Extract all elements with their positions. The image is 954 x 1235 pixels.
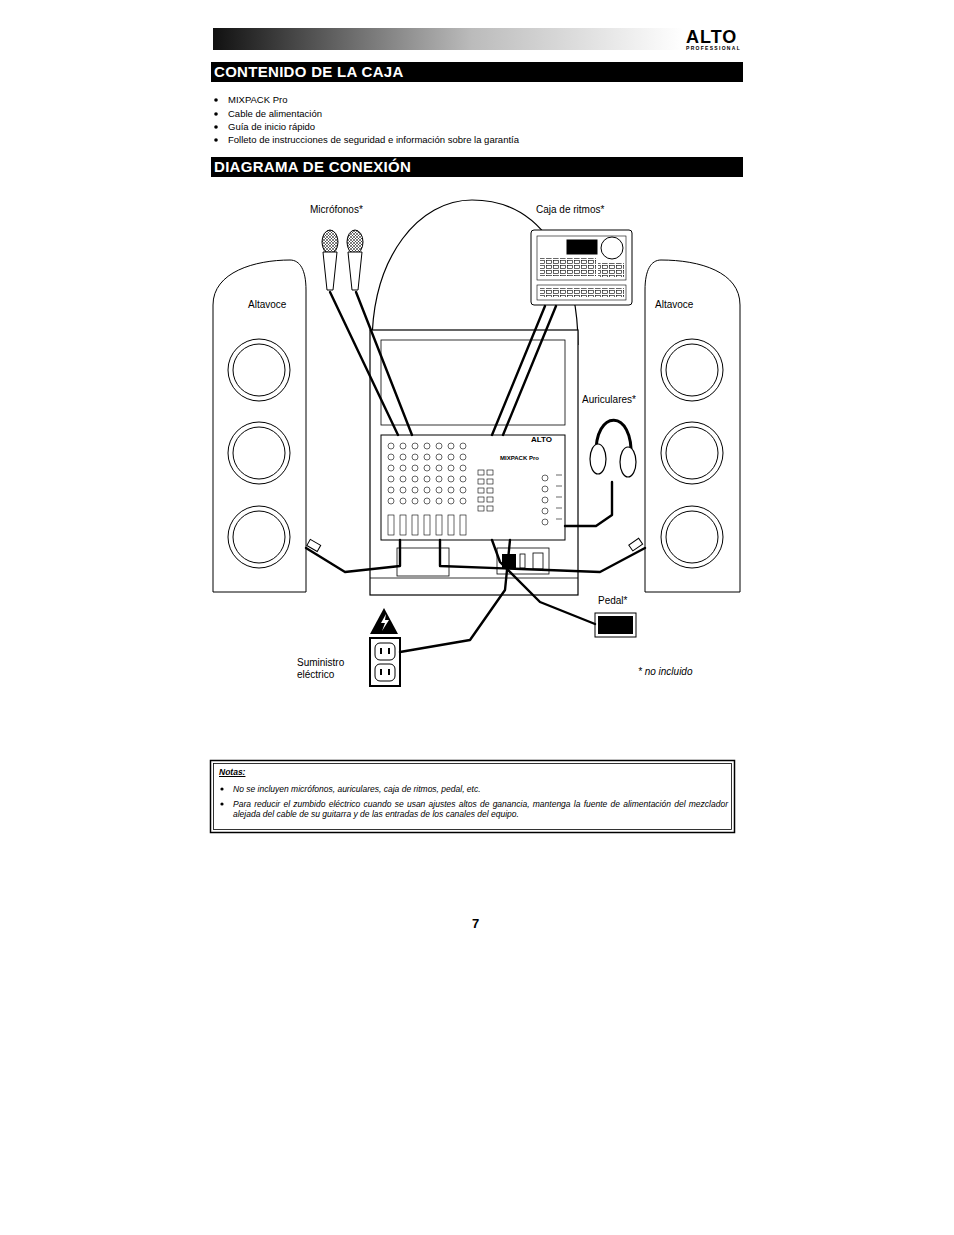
node-label: Altavoce (655, 299, 693, 311)
node-label: Suministro eléctrico (297, 657, 359, 681)
microphones: Micrófonos* (318, 228, 372, 292)
cable (400, 540, 510, 652)
node-label: Auriculares* (582, 394, 636, 406)
notes-box (211, 761, 735, 833)
cable (503, 306, 556, 435)
notes-heading: Notas: (219, 767, 245, 777)
speaker (213, 260, 306, 592)
cable (492, 540, 595, 624)
footnote: * no incluido (638, 666, 692, 678)
cable (565, 482, 612, 526)
brand-subtitle: PROFESSIONAL (686, 45, 741, 51)
node-label: MIXPACK Pro (500, 455, 539, 462)
node-label: Pedal* (598, 595, 627, 607)
cable (306, 540, 400, 572)
cable (356, 292, 412, 435)
list-item: Folleto de instrucciones de seguridad e … (228, 134, 519, 145)
node-label: Micrófonos* (310, 204, 363, 216)
speaker (645, 260, 740, 592)
pedal (598, 616, 633, 634)
microphone (322, 230, 363, 290)
speaker-plug (307, 538, 643, 551)
list-item: Guía de inicio rápido (228, 121, 315, 132)
notes-box (214, 764, 732, 830)
node-label: Caja de ritmos* (536, 204, 604, 216)
heading-bar (211, 62, 743, 82)
pedal (595, 613, 636, 637)
section-heading: CONTENIDO DE LA CAJA (214, 62, 404, 82)
header-bar (213, 28, 683, 50)
list-item: MIXPACK Pro (228, 94, 287, 105)
note: No se incluyen micrófonos, auriculares, … (233, 784, 728, 794)
node-label: Altavoce (248, 299, 286, 311)
cable (492, 306, 545, 435)
power-supply: Suministro eléctrico (370, 606, 400, 686)
panel-controls (388, 443, 562, 535)
panel-logo: ALTO (531, 435, 552, 445)
pedal: Pedal* (595, 613, 636, 637)
drum-machine (531, 230, 632, 305)
mixer-case (370, 330, 578, 595)
cable (440, 540, 645, 572)
headphones: Auriculares* (588, 413, 636, 482)
section-heading: DIAGRAMA DE CONEXIÓN (214, 157, 411, 177)
drum-machine: Caja de ritmos* (531, 228, 632, 306)
mixer-panel (381, 435, 565, 540)
list-item: Cable de alimentación (228, 108, 322, 119)
speaker: Altavoce (213, 260, 306, 592)
power-outlet (370, 608, 400, 686)
headphones (590, 420, 636, 477)
heading-bar (211, 157, 743, 177)
page-number: 7 (472, 916, 479, 932)
speaker: Altavoce (645, 260, 740, 592)
note: Para reducir el zumbido eléctrico cuando… (233, 799, 728, 819)
mixer-panel: MIXPACK Pro (381, 435, 565, 540)
